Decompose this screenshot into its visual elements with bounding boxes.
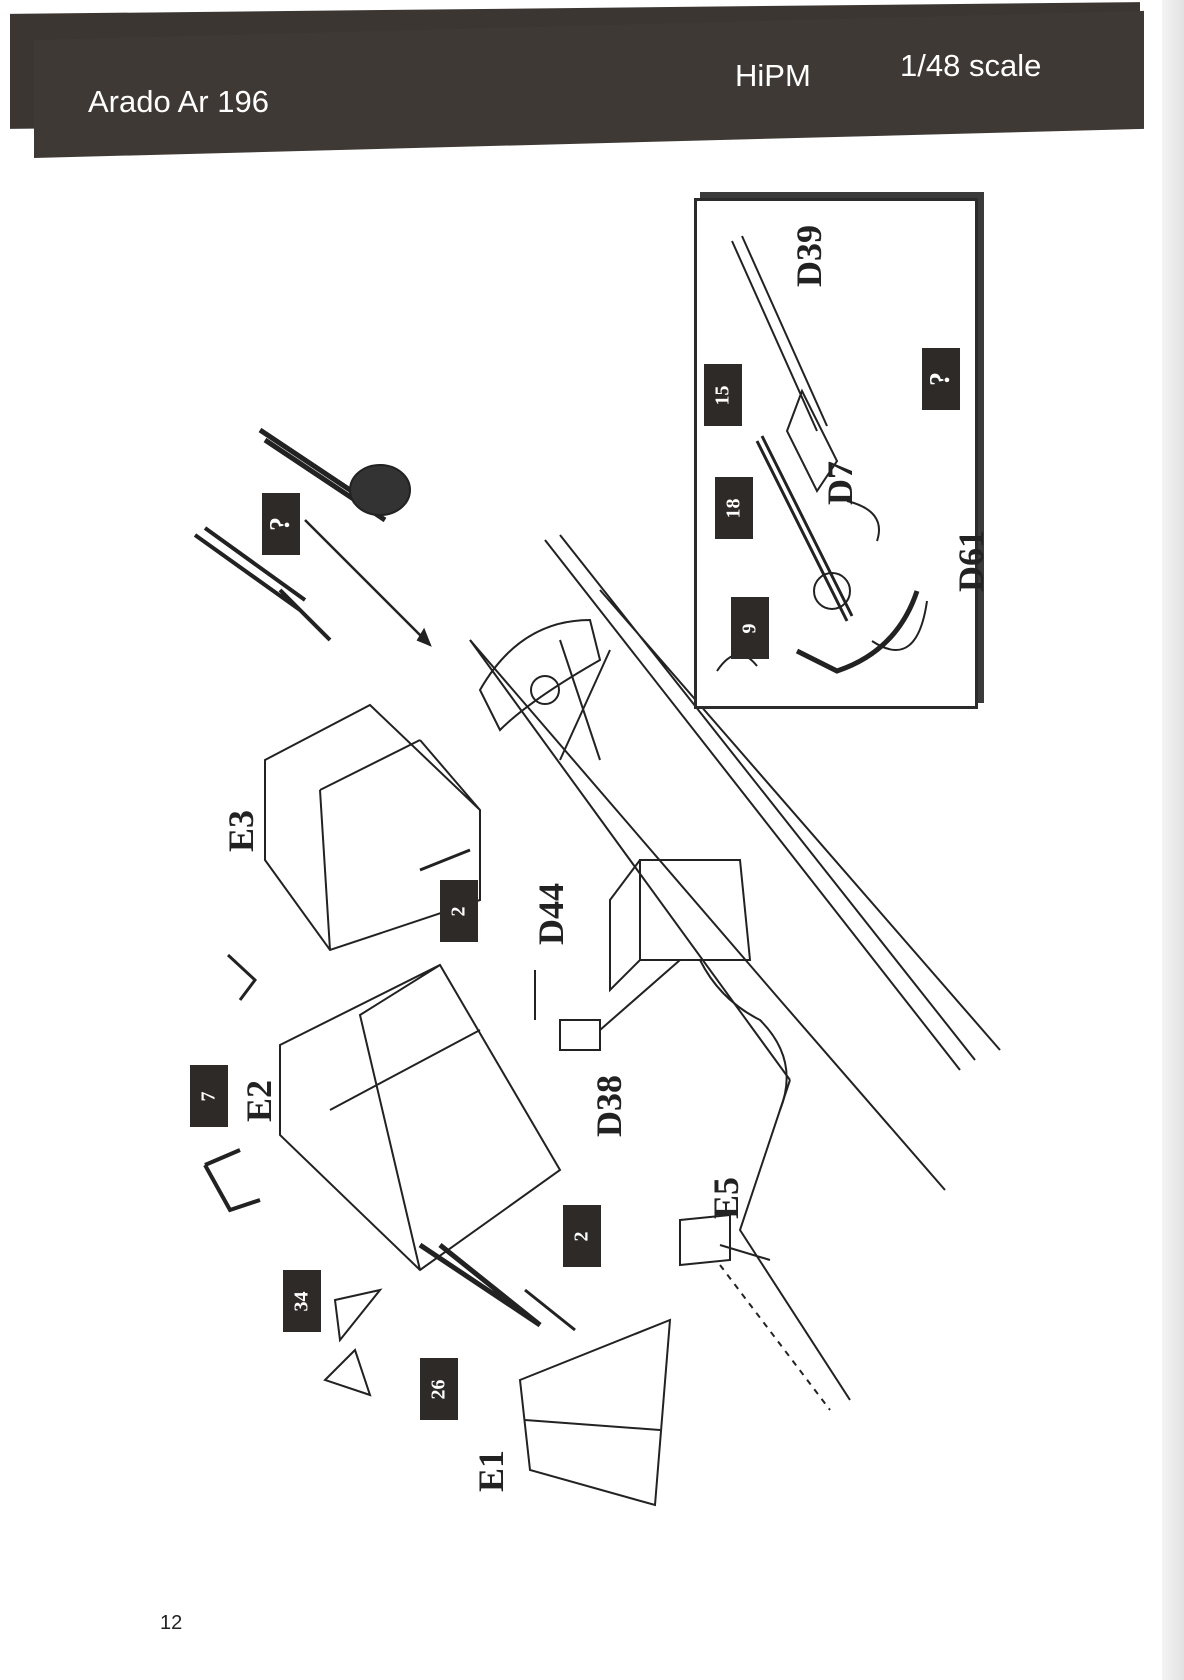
part-label-e3: E3 [221, 809, 262, 853]
gun-body [349, 464, 411, 516]
fuselage-rear-edge [738, 1079, 851, 1401]
kit-title: Arado Ar 196 [88, 84, 269, 119]
scale-label: 1/48 scale [900, 48, 1042, 83]
lever-parts [419, 848, 576, 1332]
gun-barrel-2 [193, 526, 332, 642]
step-badge-9: 9 [731, 597, 769, 659]
step-badge-2b: 2 [563, 1205, 601, 1267]
step-badge-18: 18 [715, 477, 753, 539]
canopy-e2 [279, 963, 562, 1272]
step-badge-26: 26 [420, 1358, 458, 1420]
seat-box [609, 859, 752, 993]
page-number: 12 [160, 1612, 183, 1634]
frame-strut [559, 639, 611, 761]
color-unknown-badge: ? [922, 348, 960, 410]
part-label-d7: D7 [820, 461, 860, 505]
color-unknown-badge-main: ? [262, 493, 300, 555]
handle-part [203, 1148, 261, 1213]
small-panels [323, 1288, 383, 1397]
part-d38-drawing [534, 959, 681, 1051]
windscreen-e1 [518, 1318, 672, 1507]
part-label-d39: D39 [789, 225, 829, 287]
seat-harness [699, 959, 788, 1111]
bracket-parts [846, 500, 928, 651]
part-label-d61: D61 [951, 530, 991, 592]
brand-name: HiPM [735, 58, 811, 93]
part-label-d44: D44 [531, 883, 571, 945]
machine-gun-inset [694, 198, 978, 709]
step-badge-7: 7 [190, 1065, 228, 1127]
part-label-d38: D38 [589, 1075, 629, 1137]
gun-ring [478, 618, 602, 732]
hose-d61 [795, 590, 920, 674]
part-e5-drawing [679, 1213, 771, 1267]
part-label-e1: E1 [471, 1449, 512, 1493]
inset-drawing [716, 235, 928, 674]
step-badge-2: 2 [440, 880, 478, 942]
part-label-e5: E5 [706, 1176, 747, 1220]
step-badge-34: 34 [283, 1270, 321, 1332]
assembly-arrow [304, 519, 431, 646]
step-badge-15: 15 [704, 364, 742, 426]
canopy-e3 [264, 703, 481, 952]
part-label-e2: E2 [239, 1079, 280, 1123]
page-edge [1162, 0, 1184, 1680]
fuselage-outline [469, 534, 1001, 1081]
gun-barrels [731, 235, 828, 432]
